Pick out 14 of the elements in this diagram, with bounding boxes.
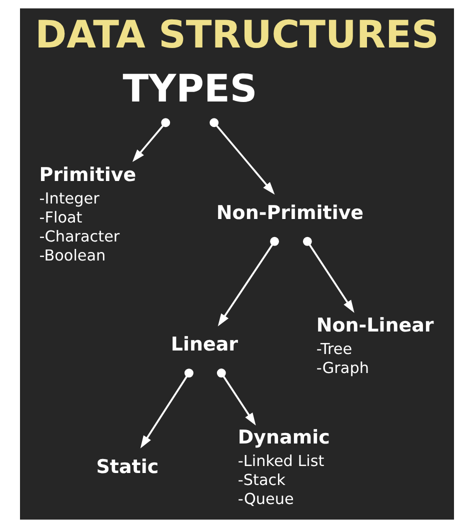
arrow <box>216 368 256 426</box>
node-text: Non-Primitive <box>216 202 364 224</box>
arrow <box>218 236 280 326</box>
node-text: Primitive -Integer -Float -Character -Boolean <box>39 164 136 264</box>
node-text: Static <box>96 456 159 478</box>
arrow <box>140 368 194 448</box>
node-text: Linear <box>170 334 238 356</box>
arrow <box>210 118 275 195</box>
arrow <box>302 236 354 313</box>
node-text: Non-Linear -Tree -Graph <box>316 314 434 377</box>
diagram-title: DATA STRUCTURES <box>35 12 439 57</box>
node-text: Dynamic -Linked List -Stack -Queue <box>238 426 330 508</box>
node-text: TYPES <box>122 66 258 110</box>
arrow <box>132 118 170 162</box>
